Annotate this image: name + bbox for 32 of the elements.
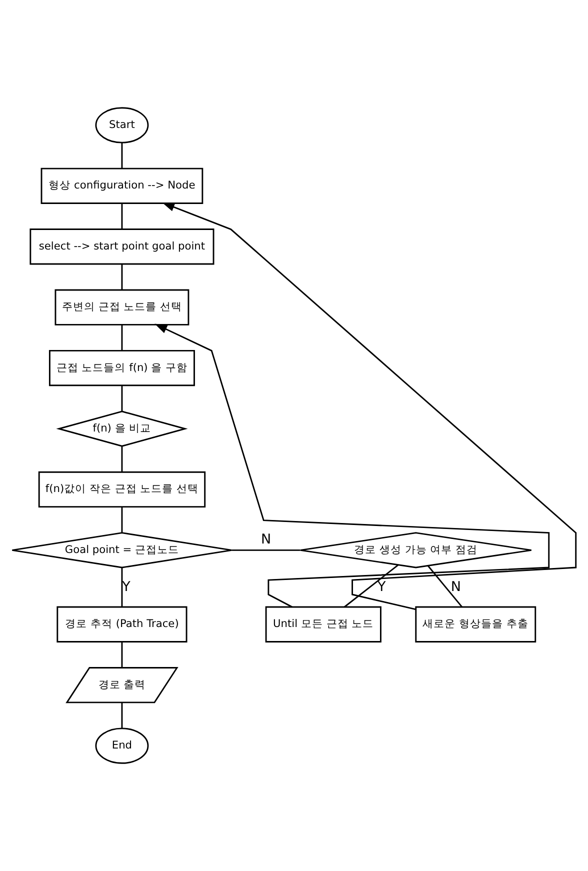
node-box: f(n)값이 작은 근접 노드를 선택 xyxy=(38,471,206,508)
connector xyxy=(121,446,123,472)
node-box: 근접 노드들의 f(n) 을 구함 xyxy=(48,350,195,386)
node-box: 새로운 형상들을 추출 xyxy=(415,606,536,642)
connector xyxy=(121,324,123,351)
connector xyxy=(121,702,123,728)
connector xyxy=(232,549,300,551)
connector xyxy=(121,642,123,668)
connector xyxy=(121,507,123,533)
connector xyxy=(121,568,123,607)
arrow xyxy=(154,324,550,608)
connector xyxy=(427,565,462,608)
node-box: 주변의 근접 노드를 선택 xyxy=(54,289,190,326)
edge-label: Y xyxy=(122,578,130,595)
connector xyxy=(344,564,398,608)
edge-label: N xyxy=(261,532,272,548)
node-ellipse: Start xyxy=(95,107,149,144)
node-box: 경로 추적 (Path Trace) xyxy=(56,606,188,642)
connector xyxy=(121,264,123,290)
node-diamond: 경로 생성 가능 여부 점검 xyxy=(300,532,532,568)
edge-label: N xyxy=(450,578,461,595)
node-box: Until 모든 근접 노드 xyxy=(265,606,382,642)
connector xyxy=(121,386,123,412)
arrow xyxy=(162,202,577,610)
node-diamond: Goal point = 근접노드 xyxy=(11,532,232,568)
node-diamond: f(n) 을 비교 xyxy=(56,410,188,447)
connector xyxy=(121,204,123,230)
node-box: select --> start point goal point xyxy=(30,228,214,265)
node-ellipse: End xyxy=(95,728,149,764)
node-box: 형상 configuration --> Node xyxy=(40,168,204,204)
connector xyxy=(121,142,123,168)
edge-label: Y xyxy=(378,578,386,595)
